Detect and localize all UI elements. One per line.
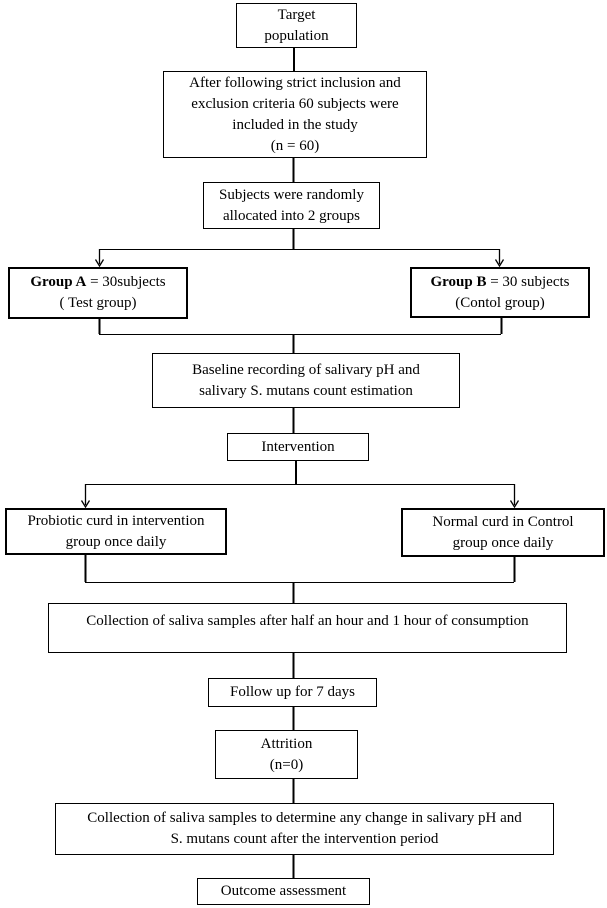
node-random-allocation: Subjects were randomly allocated into 2 … — [203, 182, 380, 229]
node-attrition: Attrition (n=0) — [215, 730, 358, 779]
node-text-line: Group B = 30 subjects — [430, 272, 569, 293]
node-text-line: salivary S. mutans count estimation — [199, 382, 413, 399]
node-text-line: Outcome assessment — [220, 883, 347, 899]
node-saliva-collection-2: Collection of saliva samples to determin… — [55, 803, 554, 855]
node-text-line: (n = 60) — [270, 137, 320, 154]
group-b-count: = 30 subjects — [486, 273, 570, 290]
node-text-line: group once daily — [65, 533, 167, 550]
node-saliva-collection-1: Collection of saliva samples after half … — [48, 603, 567, 653]
node-baseline-recording: Baseline recording of salivary pH and sa… — [152, 353, 460, 408]
group-a-count: = 30subjects — [86, 274, 166, 290]
node-text-line: (n=0) — [269, 756, 304, 773]
node-text-line: allocated into 2 groups — [222, 207, 361, 224]
node-text-line: S. mutans count after the intervention p… — [170, 831, 439, 847]
node-text-line: Follow up for 7 days — [230, 684, 355, 700]
node-text-line: After following strict inclusion and — [189, 74, 401, 91]
node-text-line: Probiotic curd in intervention — [27, 512, 205, 529]
node-text-line: Target — [277, 6, 316, 23]
node-text-line: exclusion criteria 60 subjects were — [191, 95, 399, 112]
node-group-a: Group A = 30subjects ( Test group) — [8, 267, 188, 319]
node-normal-curd: Normal curd in Control group once daily — [401, 508, 605, 557]
node-text-line: Collection of saliva samples to determin… — [87, 810, 522, 826]
node-text-line: Collection of saliva samples after half … — [86, 613, 529, 629]
node-text-line: Attrition — [260, 735, 313, 752]
node-group-b: Group B = 30 subjects (Contol group) — [410, 267, 590, 318]
node-inclusion-criteria: After following strict inclusion and exc… — [163, 71, 427, 158]
node-text-line: Intervention — [261, 438, 335, 455]
node-target-population: Target population — [236, 3, 357, 48]
node-text-line: Baseline recording of salivary pH and — [192, 361, 420, 378]
node-text-line: included in the study — [232, 116, 358, 133]
node-follow-up: Follow up for 7 days — [208, 678, 377, 707]
node-text-line: group once daily — [452, 534, 554, 551]
group-b-label: Group B — [430, 273, 487, 290]
node-text-line: Subjects were randomly — [219, 186, 364, 203]
node-text-line: (Contol group) — [455, 294, 545, 311]
node-outcome-assessment: Outcome assessment — [197, 878, 370, 905]
group-a-label: Group A — [30, 274, 87, 290]
node-text-line: ( Test group) — [59, 295, 137, 311]
node-text-line: population — [264, 27, 329, 44]
node-intervention: Intervention — [227, 433, 369, 461]
node-text-line: Normal curd in Control — [432, 513, 574, 530]
node-text-line: Group A = 30subjects — [30, 272, 165, 293]
node-probiotic-curd: Probiotic curd in intervention group onc… — [5, 508, 227, 555]
